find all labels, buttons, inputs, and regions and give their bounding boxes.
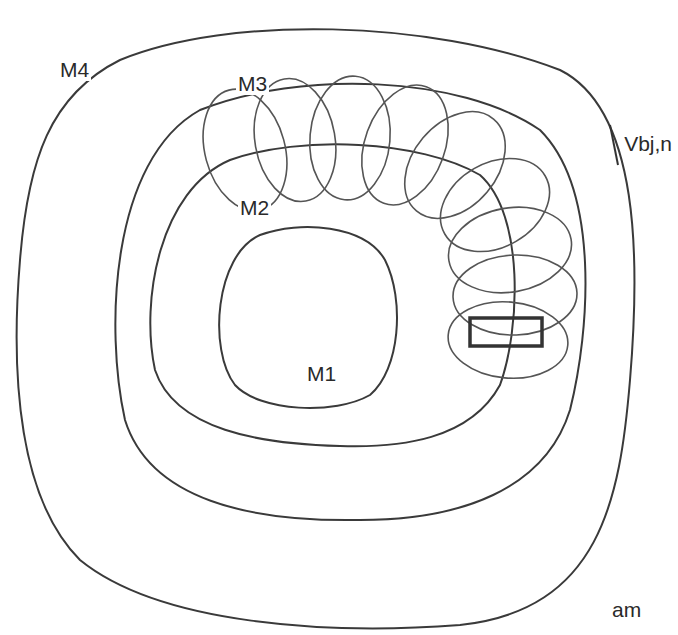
third-curve — [150, 144, 514, 446]
region-label: M2 — [238, 196, 271, 219]
neighborhood-label: Vbj,n — [622, 132, 674, 155]
tube-loop — [445, 297, 571, 383]
note-text: am — [610, 598, 643, 621]
region-label: M1 — [305, 362, 338, 385]
region-label: M4 — [58, 58, 91, 81]
tube-loop — [305, 73, 396, 204]
tube-loop — [424, 140, 566, 271]
bracket-mark — [610, 125, 618, 165]
region-label: M3 — [236, 72, 269, 95]
tube-loop — [384, 92, 525, 238]
tube-loop — [442, 198, 579, 302]
highlighted-patch — [470, 318, 542, 346]
second-curve — [115, 84, 585, 520]
outer-curve — [17, 29, 635, 628]
tube-loop — [190, 80, 299, 220]
inner-curve — [219, 227, 397, 408]
